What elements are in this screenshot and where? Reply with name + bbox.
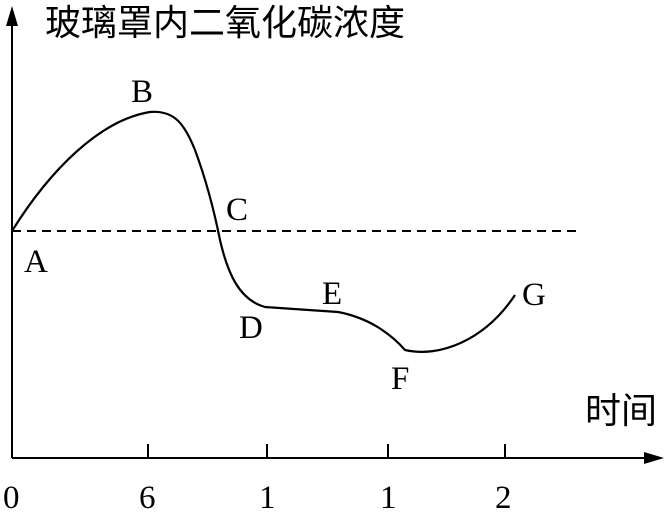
point-label-d: D (239, 310, 263, 346)
point-label-f: F (391, 361, 410, 397)
point-label-a: A (24, 244, 48, 280)
point-label-g: G (522, 277, 546, 313)
point-label-e: E (322, 276, 343, 312)
point-label-c: C (226, 192, 249, 228)
x-tick-label-2: 1 (259, 480, 276, 516)
x-axis-arrow-icon (644, 452, 664, 464)
x-tick-label-3: 1 (380, 480, 397, 516)
x-ticks (147, 444, 506, 458)
x-axis-label: 时间 (585, 391, 658, 432)
point-label-b: B (131, 74, 154, 110)
x-tick-label-4: 2 (495, 480, 512, 516)
x-tick-label-1: 6 (139, 480, 156, 516)
y-axis-arrow-icon (6, 6, 18, 26)
x-tick-label-0: 0 (3, 480, 20, 516)
y-axis-label: 玻璃罩内二氧化碳浓度 (45, 3, 406, 44)
co2-curve (11, 110, 516, 353)
